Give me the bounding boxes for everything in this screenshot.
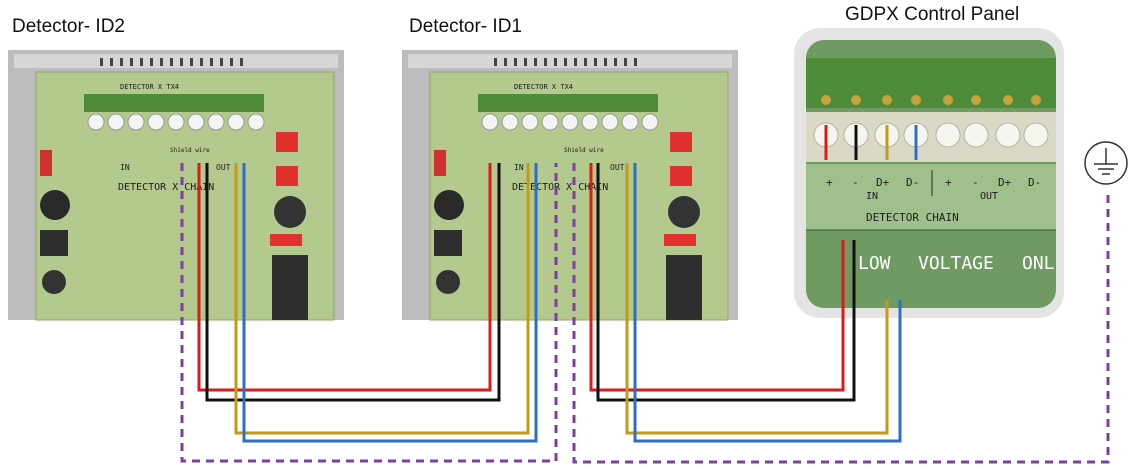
shield-label: Shield wire bbox=[564, 147, 604, 154]
panel-in-label: IN bbox=[866, 191, 878, 202]
banner-low: LOW bbox=[858, 253, 891, 274]
capacitor-icon bbox=[434, 190, 464, 220]
panel-out-pin-dminus: D- bbox=[1028, 176, 1041, 189]
ground-symbol-icon bbox=[1084, 141, 1128, 185]
term-out-label: OUT bbox=[610, 163, 625, 172]
chain-label: DETECTOR X CHAIN bbox=[118, 182, 214, 193]
panel-pin-dminus: D- bbox=[906, 176, 919, 189]
panel-pin-dplus: D+ bbox=[876, 176, 890, 189]
panel-pin-minus: - bbox=[852, 176, 859, 189]
screw-terminal-icon bbox=[83, 93, 265, 131]
black-wire-id1-panel bbox=[596, 163, 856, 402]
wires bbox=[180, 125, 1110, 464]
panel-out-pin-minus: - bbox=[972, 176, 979, 189]
gold-wire-id1-panel bbox=[625, 163, 889, 435]
capacitor-icon bbox=[40, 190, 70, 220]
buzzer-icon bbox=[668, 196, 700, 228]
term-in-label: IN bbox=[514, 163, 524, 172]
screw-terminal-icon bbox=[477, 93, 659, 131]
control-panel-title: GDPX Control Panel bbox=[845, 4, 1020, 25]
red-wire-id1-panel bbox=[589, 163, 845, 392]
red-wire-id2-id1 bbox=[197, 163, 492, 392]
chain-label: DETECTOR X CHAIN bbox=[512, 182, 608, 193]
panel-pin-plus: + bbox=[826, 176, 833, 189]
panel-out-pin-dplus: D+ bbox=[998, 176, 1012, 189]
chip-text: DETECTOR X TX4 bbox=[514, 83, 573, 91]
detector-id1-board: DETECTOR X TX4 DETECTOR X CHAIN IN OUT S… bbox=[402, 50, 738, 321]
chip-text: DETECTOR X TX4 bbox=[120, 83, 179, 91]
shield-label: Shield wire bbox=[170, 147, 210, 154]
detector-id2-board: DETECTOR X TX4 DETECTOR X CHAIN IN OUT S… bbox=[8, 50, 344, 321]
dip-switch-icon bbox=[664, 132, 696, 246]
gold-wire-id2-id1 bbox=[234, 163, 530, 435]
shield-wire-id1-ground bbox=[572, 163, 1110, 464]
detector-id1-title: Detector- ID1 bbox=[409, 16, 522, 37]
panel-chain-label: DETECTOR CHAIN bbox=[866, 211, 959, 224]
panel-out-pin-plus: + bbox=[945, 176, 952, 189]
banner-voltage: VOLTAGE bbox=[918, 253, 994, 274]
black-wire-id2-id1 bbox=[205, 163, 501, 402]
banner-only: ONL bbox=[1022, 253, 1055, 274]
blue-wire-id2-id1 bbox=[242, 163, 538, 443]
detector-id2-title: Detector- ID2 bbox=[12, 16, 125, 37]
buzzer-icon bbox=[274, 196, 306, 228]
term-out-label: OUT bbox=[216, 163, 231, 172]
dip-switch-icon bbox=[270, 132, 302, 246]
term-in-label: IN bbox=[120, 163, 130, 172]
control-panel-board: + - D+ D- + - D+ D- IN OUT DETECTOR CHAI… bbox=[794, 28, 1064, 318]
panel-out-label: OUT bbox=[980, 191, 998, 202]
blue-wire-id1-panel bbox=[633, 163, 902, 443]
